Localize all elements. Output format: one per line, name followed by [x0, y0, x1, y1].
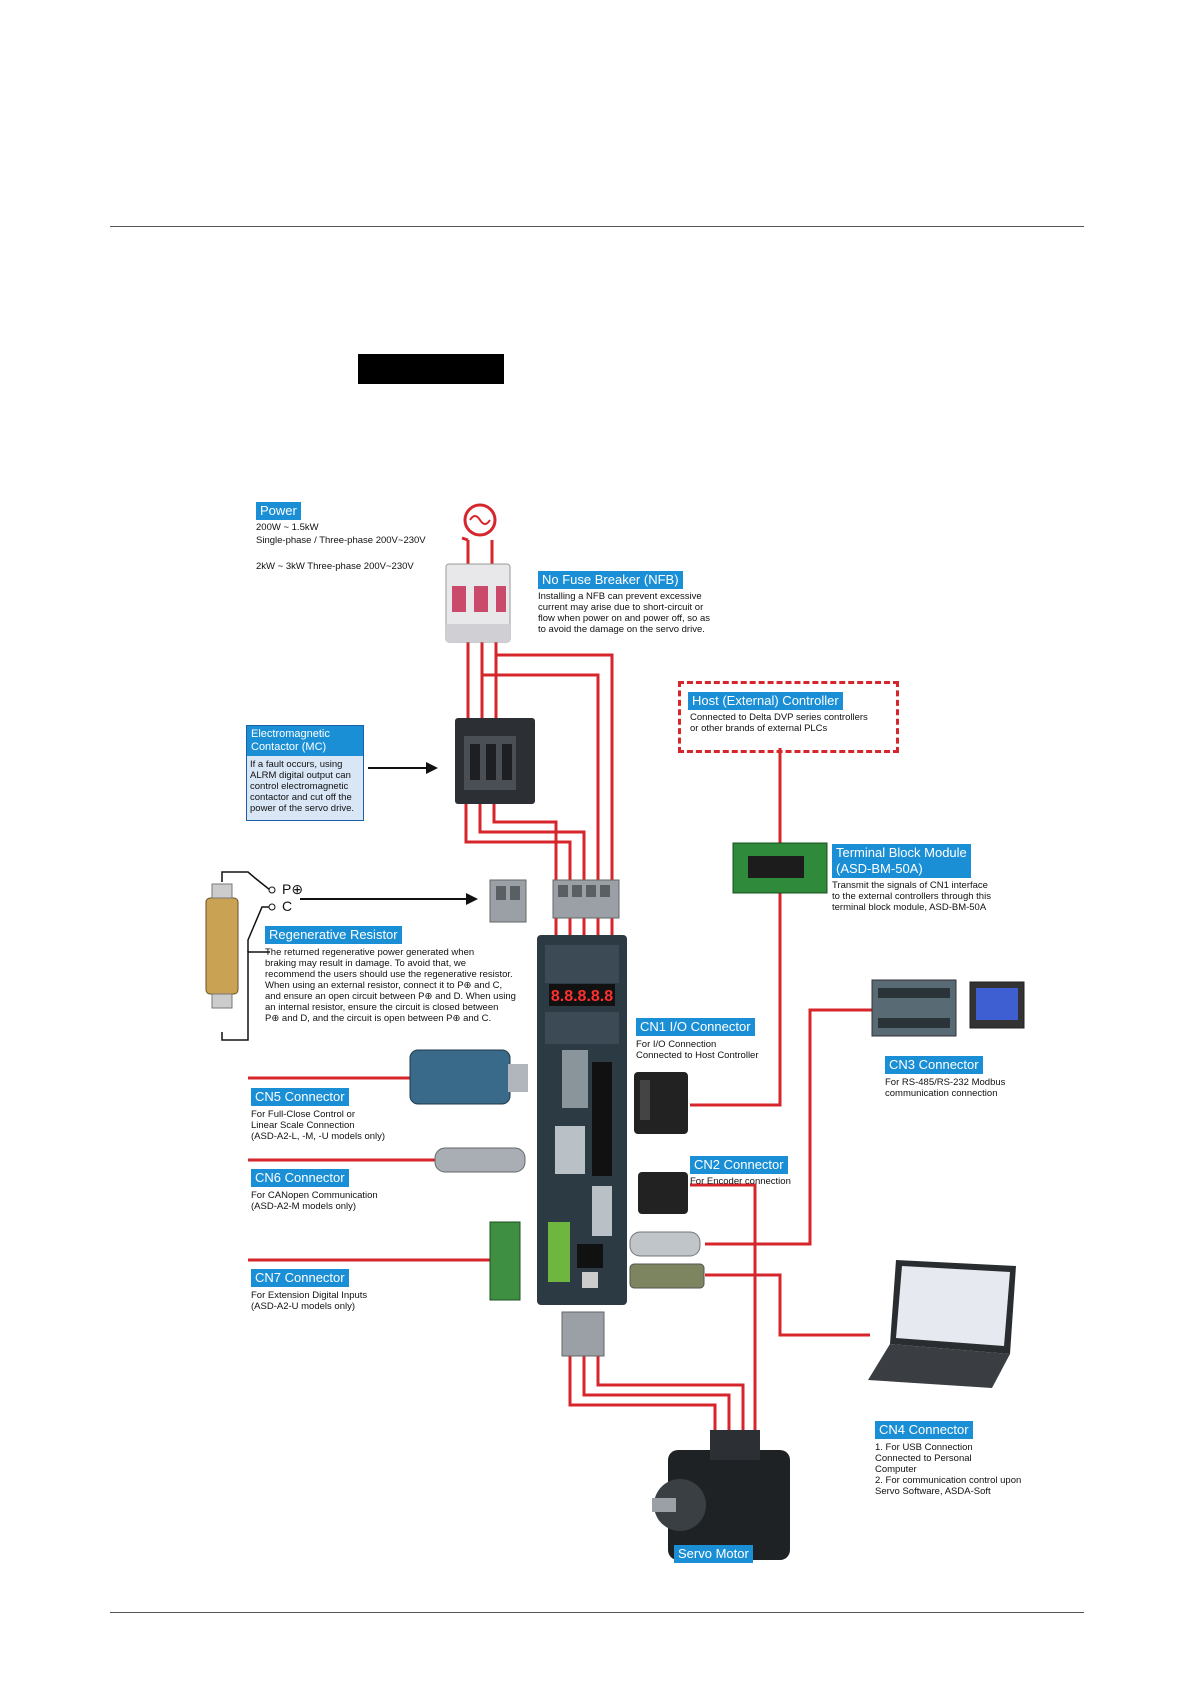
nfb-tag: No Fuse Breaker (NFB)	[538, 571, 683, 589]
cn7-tag: CN7 Connector	[251, 1269, 349, 1287]
regen-desc: The returned regenerative power generate…	[265, 947, 516, 1024]
regen-resistor-icon	[205, 871, 276, 1041]
cn4-tag: CN4 Connector	[875, 1421, 973, 1439]
wire-cn4	[705, 1273, 870, 1337]
host-desc: Connected to Delta DVP series controller…	[690, 712, 868, 734]
regen-tag: Regenerative Resistor	[265, 926, 402, 944]
wire-ctrl-1	[496, 653, 614, 935]
terminal-tag: Terminal Block Module (ASD-BM-50A)	[832, 844, 971, 878]
cn3-tag: CN3 Connector	[885, 1056, 983, 1074]
cn4-desc: 1. For USB Connection Connected to Perso…	[875, 1442, 1022, 1497]
laptop-icon	[868, 1260, 1016, 1388]
cn6-cable-icon	[434, 1147, 526, 1173]
cn2-cable-icon	[638, 1172, 688, 1214]
cn6-tag: CN6 Connector	[251, 1169, 349, 1187]
top-rule	[110, 226, 1084, 227]
mc-box: Electromagnetic Contactor (MC) If a faul…	[246, 725, 364, 821]
wire-ac-3	[461, 536, 469, 542]
wire-cn3	[705, 1008, 872, 1246]
cn7-terminal-icon	[489, 1221, 521, 1301]
wire-motor-3	[596, 1355, 745, 1445]
regen-arrow-icon	[300, 893, 478, 905]
cn5-cable-icon	[409, 1049, 528, 1105]
wire-terminal-cn1	[690, 893, 782, 1107]
drive-power-terminal-icon	[552, 879, 620, 919]
cn5-tag: CN5 Connector	[251, 1088, 349, 1106]
servo-motor-icon	[652, 1430, 790, 1560]
cn6-desc: For CANopen Communication (ASD-A2-M mode…	[251, 1190, 378, 1212]
power-tag: Power	[256, 502, 301, 520]
cn3-desc: For RS-485/RS-232 Modbus communication c…	[885, 1077, 1006, 1099]
regen-p-label: P⊕	[282, 881, 304, 897]
mc-title: Electromagnetic Contactor (MC)	[247, 726, 363, 756]
plc-controller-icon	[871, 979, 957, 1037]
wire-cn2-motor	[690, 1183, 757, 1445]
nfb-breaker-icon	[445, 563, 511, 643]
terminal-desc: Transmit the signals of CN1 interface to…	[832, 880, 991, 913]
power-line3: 2kW ~ 3kW Three-phase 200V~230V	[256, 561, 414, 572]
cn7-desc: For Extension Digital Inputs (ASD-A2-U m…	[251, 1290, 368, 1312]
hmi-panel-icon	[969, 981, 1025, 1029]
mc-arrow-icon	[368, 762, 438, 774]
regen-terminal-icon	[489, 879, 527, 923]
wire-motor-1	[568, 1355, 717, 1445]
drive-display-text: 8.8.8.8.8	[551, 988, 613, 1005]
cn3-plug-icon	[629, 1231, 701, 1257]
terminal-block-module-icon	[732, 842, 828, 894]
nfb-desc: Installing a NFB can prevent excessive c…	[538, 591, 710, 635]
cn1-cable-icon	[634, 1072, 688, 1134]
cn2-tag: CN2 Connector	[690, 1156, 788, 1174]
host-tag: Host (External) Controller	[688, 692, 843, 710]
power-line1: 200W ~ 1.5kW	[256, 522, 319, 533]
power-line2: Single-phase / Three-phase 200V~230V	[256, 535, 426, 546]
bottom-rule	[110, 1612, 1084, 1613]
motor-tag: Servo Motor	[674, 1545, 753, 1563]
host-controller-box	[678, 681, 899, 753]
cn4-usb-plug-icon	[629, 1263, 705, 1289]
cn1-desc: For I/O Connection Connected to Host Con…	[636, 1039, 759, 1061]
servo-drive-icon	[537, 935, 627, 1357]
cn2-desc: For Encoder connection	[690, 1176, 791, 1187]
contactor-icon	[455, 718, 535, 804]
wire-motor-2	[582, 1355, 731, 1445]
regen-c-label: C	[282, 898, 293, 914]
wire-mc-drive-3	[492, 800, 558, 935]
cn5-desc: For Full-Close Control or Linear Scale C…	[251, 1109, 386, 1142]
redaction-bar	[358, 354, 504, 384]
cn1-tag: CN1 I/O Connector	[636, 1018, 755, 1036]
mc-desc: If a fault occurs, using ALRM digital ou…	[250, 759, 355, 814]
wire-ctrl-2	[482, 673, 600, 935]
